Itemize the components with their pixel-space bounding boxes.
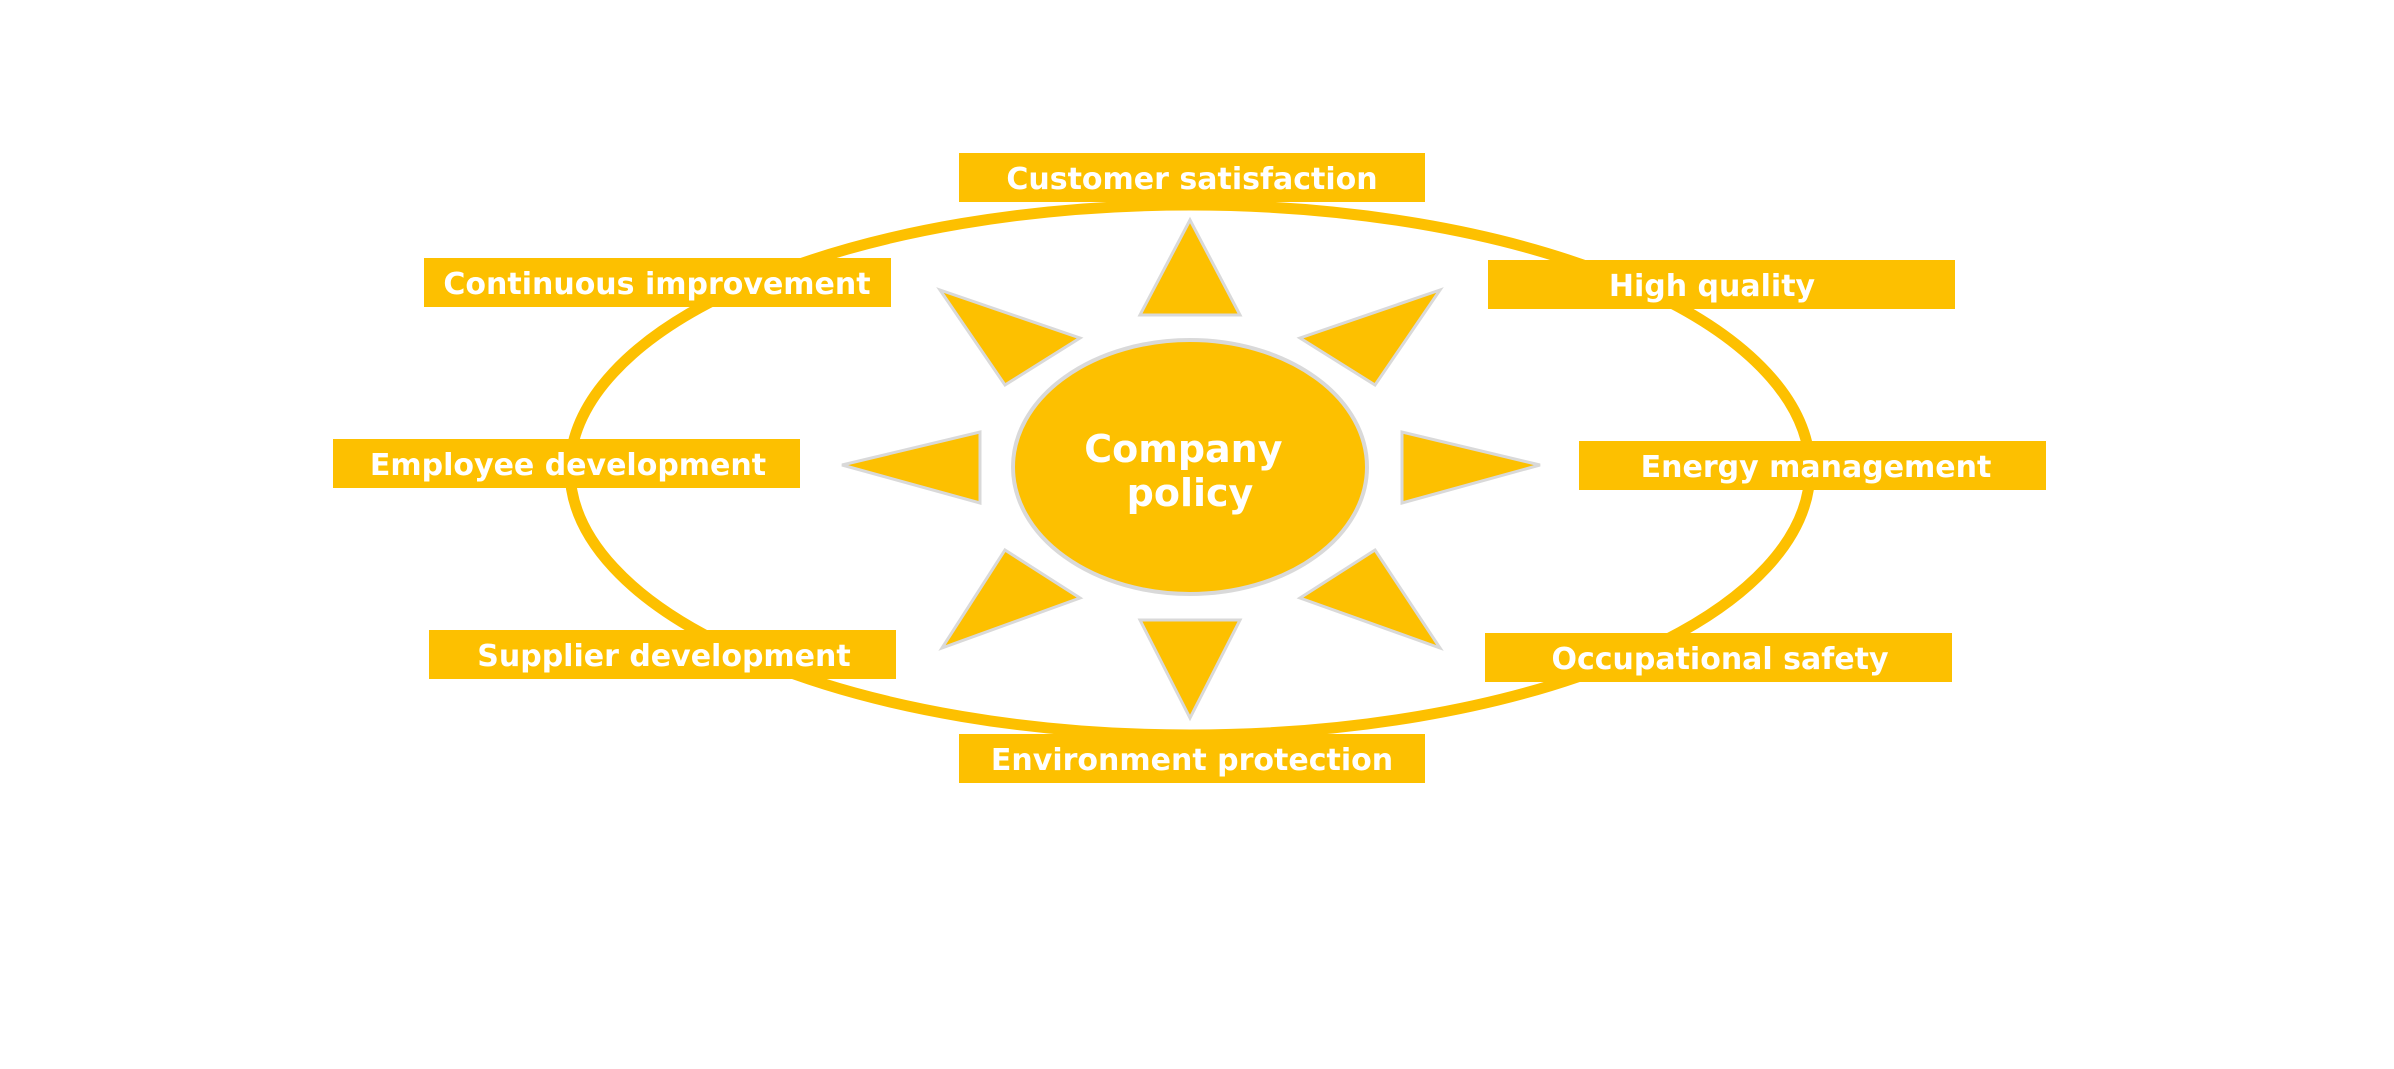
- label-top-text: Customer satisfaction: [1006, 162, 1377, 197]
- label-box-left-bg: [333, 439, 800, 488]
- sun-ray-bottom-left: [938, 547, 1084, 651]
- label-box-bottom-left: Supplier development: [429, 630, 896, 679]
- center-sun-ellipse: [1011, 338, 1369, 596]
- label-box-bottom-bg: [959, 734, 1425, 783]
- center-label-line-1: Company: [1084, 427, 1282, 471]
- label-right-text: Energy management: [1641, 450, 1992, 485]
- sun-rays: [841, 216, 1541, 722]
- label-top-left-text: Continuous improvement: [443, 267, 870, 302]
- label-box-bottom-left-bg: [429, 630, 896, 679]
- sun-ray-top-left: [936, 287, 1084, 388]
- sun-ray-top-right: [1296, 287, 1444, 388]
- label-box-left: Employee development: [333, 439, 800, 488]
- sun-ray-bottom: [1137, 618, 1243, 722]
- label-box-top-left: Continuous improvement: [424, 258, 891, 307]
- label-box-right-bg: [1579, 441, 2046, 490]
- label-box-top: Customer satisfaction: [959, 153, 1425, 202]
- label-box-top-left-bg: [424, 258, 891, 307]
- label-box-top-bg: [959, 153, 1425, 202]
- sun-ray-bottom-right: [1296, 547, 1444, 651]
- label-box-bottom-right-bg: [1485, 633, 1952, 682]
- label-top-right-text: High quality: [1609, 269, 1816, 304]
- label-box-bottom-right: Occupational safety: [1485, 633, 1952, 682]
- label-box-right: Energy management: [1579, 441, 2046, 490]
- sun-ray-left: [841, 430, 982, 505]
- sun-ray-top: [1137, 216, 1243, 317]
- label-box-top-right: High quality: [1488, 260, 1955, 309]
- label-bottom-text: Environment protection: [991, 743, 1393, 778]
- label-bottom-right-text: Occupational safety: [1551, 642, 1889, 677]
- center-label-line-2: policy: [1127, 471, 1254, 515]
- label-box-top-right-bg: [1488, 260, 1955, 309]
- center-label: Company policy: [1084, 427, 1296, 515]
- label-box-bottom: Environment protection: [959, 734, 1425, 783]
- sun-ray-right: [1400, 430, 1541, 505]
- label-left-text: Employee development: [370, 448, 766, 483]
- label-bottom-left-text: Supplier development: [477, 639, 850, 674]
